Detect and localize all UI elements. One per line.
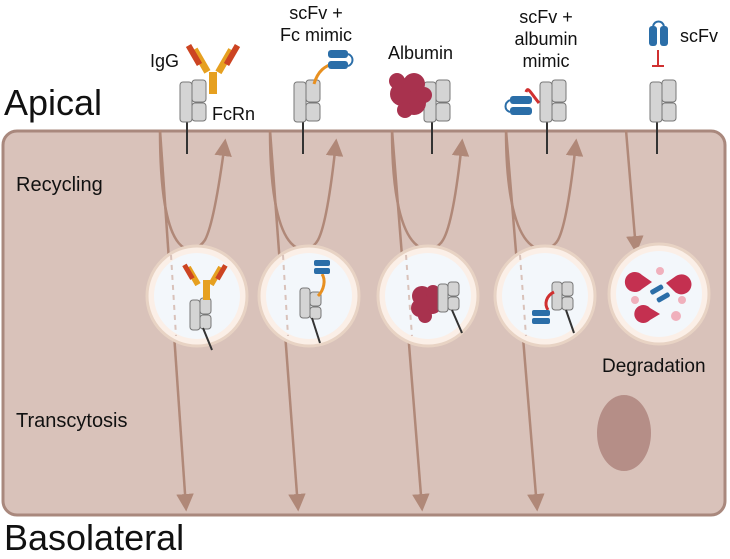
recycling-label: Recycling — [16, 174, 103, 196]
membrane-receptors — [179, 79, 677, 154]
endosome-contents — [182, 260, 692, 351]
scfv-fc-mimic-label-line2: Fc mimic — [280, 25, 352, 45]
degradation-arrow — [624, 129, 644, 254]
basolateral-label: Basolateral — [4, 517, 185, 558]
scfv-fc-mimic-label-line1: scFv + — [289, 3, 343, 23]
transcytosis-label: Transcytosis — [16, 410, 128, 432]
scfv-fc-mimic-label: scFv + Fc mimic — [272, 2, 360, 46]
scfv-albumin-mimic-label-line2: albumin — [514, 29, 578, 49]
scfv-label: scFv — [680, 26, 718, 46]
fcrn-label: FcRn — [212, 104, 256, 124]
epithelial-cell — [1, 129, 727, 517]
scfv-fc-mimic-icon — [312, 50, 354, 85]
scfv-albumin-mimic-label-line1: scFv + — [519, 7, 573, 27]
albumin-label: Albumin — [388, 43, 454, 63]
scfv-albumin-mimic-label: scFv + albumin mimic — [510, 6, 582, 72]
albumin-icon — [389, 73, 432, 118]
apical-label: Apical — [4, 82, 103, 123]
nucleus — [597, 395, 651, 471]
igg-icon — [185, 43, 241, 94]
degradation-label: Degradation — [602, 356, 706, 377]
scfv-albumin-mimic-icon — [504, 88, 541, 115]
scfv-icon — [649, 20, 668, 67]
igg-label: IgG — [150, 51, 180, 71]
scfv-albumin-mimic-label-line3: mimic — [522, 51, 570, 71]
